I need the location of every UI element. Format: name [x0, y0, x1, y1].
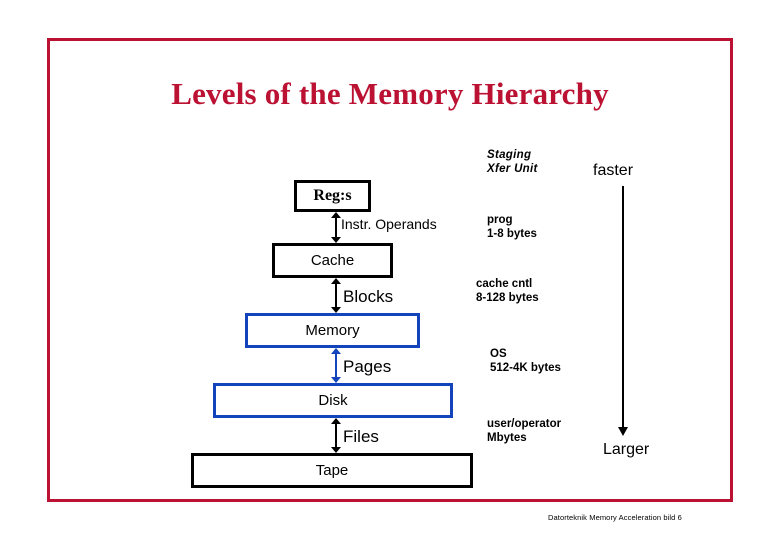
hierarchy-level-tape[interactable]: Tape	[191, 453, 473, 488]
note-staging-xfer-unit: Staging Xfer Unit	[487, 149, 538, 175]
double-arrow-memory-disk	[330, 348, 343, 383]
transfer-label-files: Files	[343, 427, 379, 446]
hierarchy-level-disk[interactable]: Disk	[213, 383, 453, 418]
arrow-shaft	[335, 423, 337, 448]
note-prog-size: prog 1-8 bytes	[487, 214, 537, 240]
page-title: Levels of the Memory Hierarchy	[171, 76, 609, 111]
arrowhead-up-icon	[331, 212, 341, 218]
hierarchy-level-cache[interactable]: Cache	[272, 243, 393, 278]
axis-label-faster: faster	[593, 162, 634, 179]
axis-label-larger: Larger	[603, 441, 650, 458]
transfer-label-instr-operands: Instr. Operands	[341, 216, 437, 232]
double-arrow-registers-cache	[330, 212, 343, 243]
arrow-shaft	[335, 353, 337, 378]
slide-border-frame	[47, 38, 733, 502]
note-os-size: OS 512-4K bytes	[490, 348, 561, 374]
arrow-shaft	[335, 283, 337, 308]
speed-size-down-arrow-icon	[617, 186, 630, 436]
arrowhead-up-icon	[331, 418, 341, 424]
transfer-label-pages: Pages	[343, 357, 392, 376]
arrowhead-down-icon	[331, 377, 341, 383]
arrowhead-up-icon	[331, 348, 341, 354]
note-cache-cntl-size: cache cntl 8-128 bytes	[476, 278, 539, 304]
double-arrow-cache-memory	[330, 278, 343, 313]
hierarchy-level-memory[interactable]: Memory	[245, 313, 420, 348]
hierarchy-level-label: Cache	[310, 252, 355, 269]
arrow-shaft	[622, 186, 624, 428]
note-user-operator-size: user/operator Mbytes	[487, 418, 562, 444]
arrow-shaft	[335, 217, 337, 238]
hierarchy-level-label: Reg:s	[313, 187, 352, 204]
arrowhead-down-icon	[618, 427, 628, 436]
slide-footer: Datorteknik Memory Acceleration bild 6	[548, 513, 682, 522]
double-arrow-disk-tape	[330, 418, 343, 453]
hierarchy-level-label: Memory	[305, 322, 360, 339]
hierarchy-level-label: Tape	[315, 462, 349, 479]
arrowhead-up-icon	[331, 278, 341, 284]
transfer-label-blocks: Blocks	[343, 287, 394, 306]
hierarchy-level-registers[interactable]: Reg:s	[294, 180, 371, 212]
arrowhead-down-icon	[331, 447, 341, 453]
arrowhead-down-icon	[331, 307, 341, 313]
hierarchy-level-label: Disk	[318, 392, 348, 409]
arrowhead-down-icon	[331, 237, 341, 243]
